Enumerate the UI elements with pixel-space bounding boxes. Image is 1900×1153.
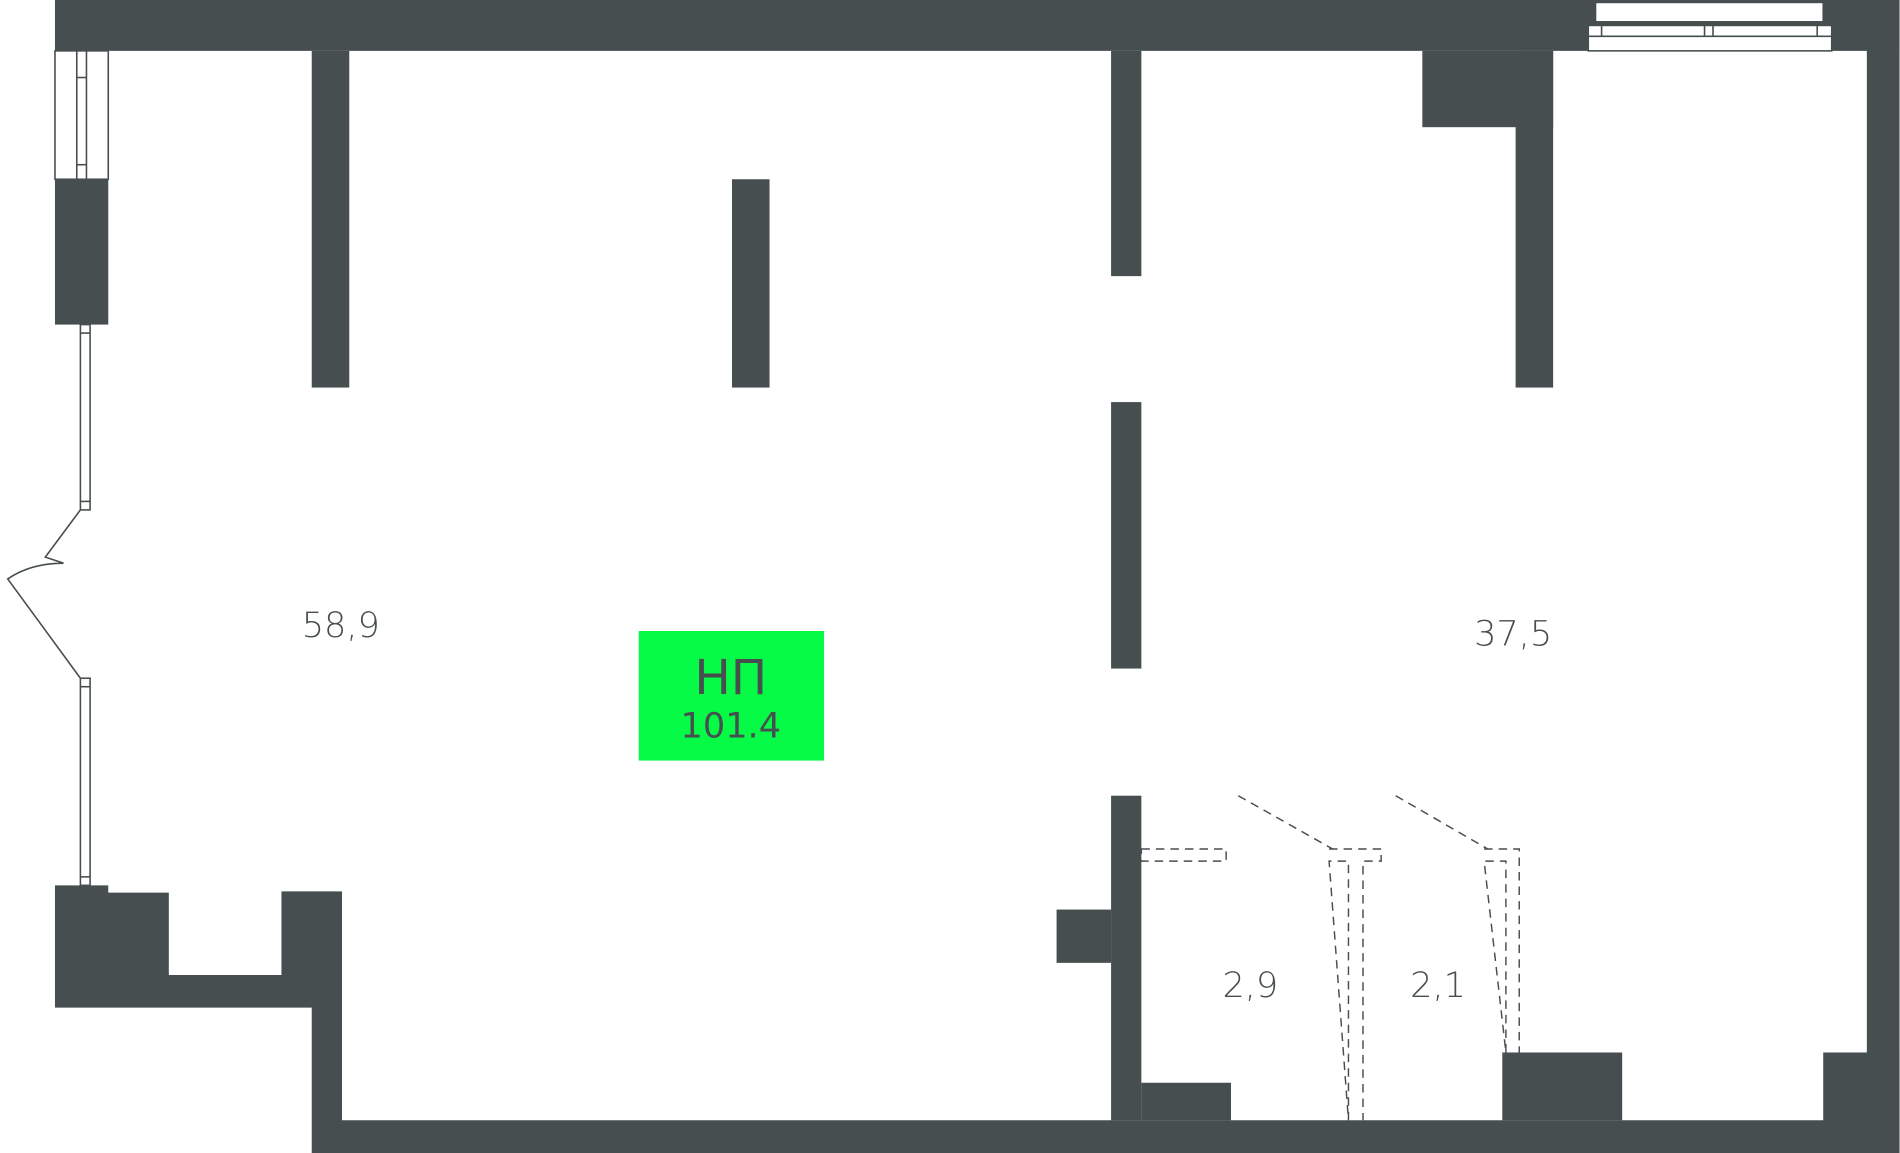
unit-total-area: 101.4 [681, 706, 782, 747]
room-area-label: 2,9 [1222, 965, 1278, 1006]
unit-type: НП [694, 650, 767, 706]
room-area-label: 37,5 [1474, 614, 1552, 655]
walls [54, 0, 1900, 1153]
window-top [1587, 1, 1833, 52]
window-left [79, 323, 91, 887]
room-area-label: 58,9 [302, 605, 380, 646]
room-area-label: 2,1 [1410, 965, 1466, 1006]
unit-badge[interactable]: НП 101.4 [638, 631, 825, 761]
partition-dashed [1140, 795, 1520, 1121]
entrance-door [6, 509, 82, 679]
unit-badge-background [638, 631, 825, 761]
window-left-top [54, 50, 110, 181]
